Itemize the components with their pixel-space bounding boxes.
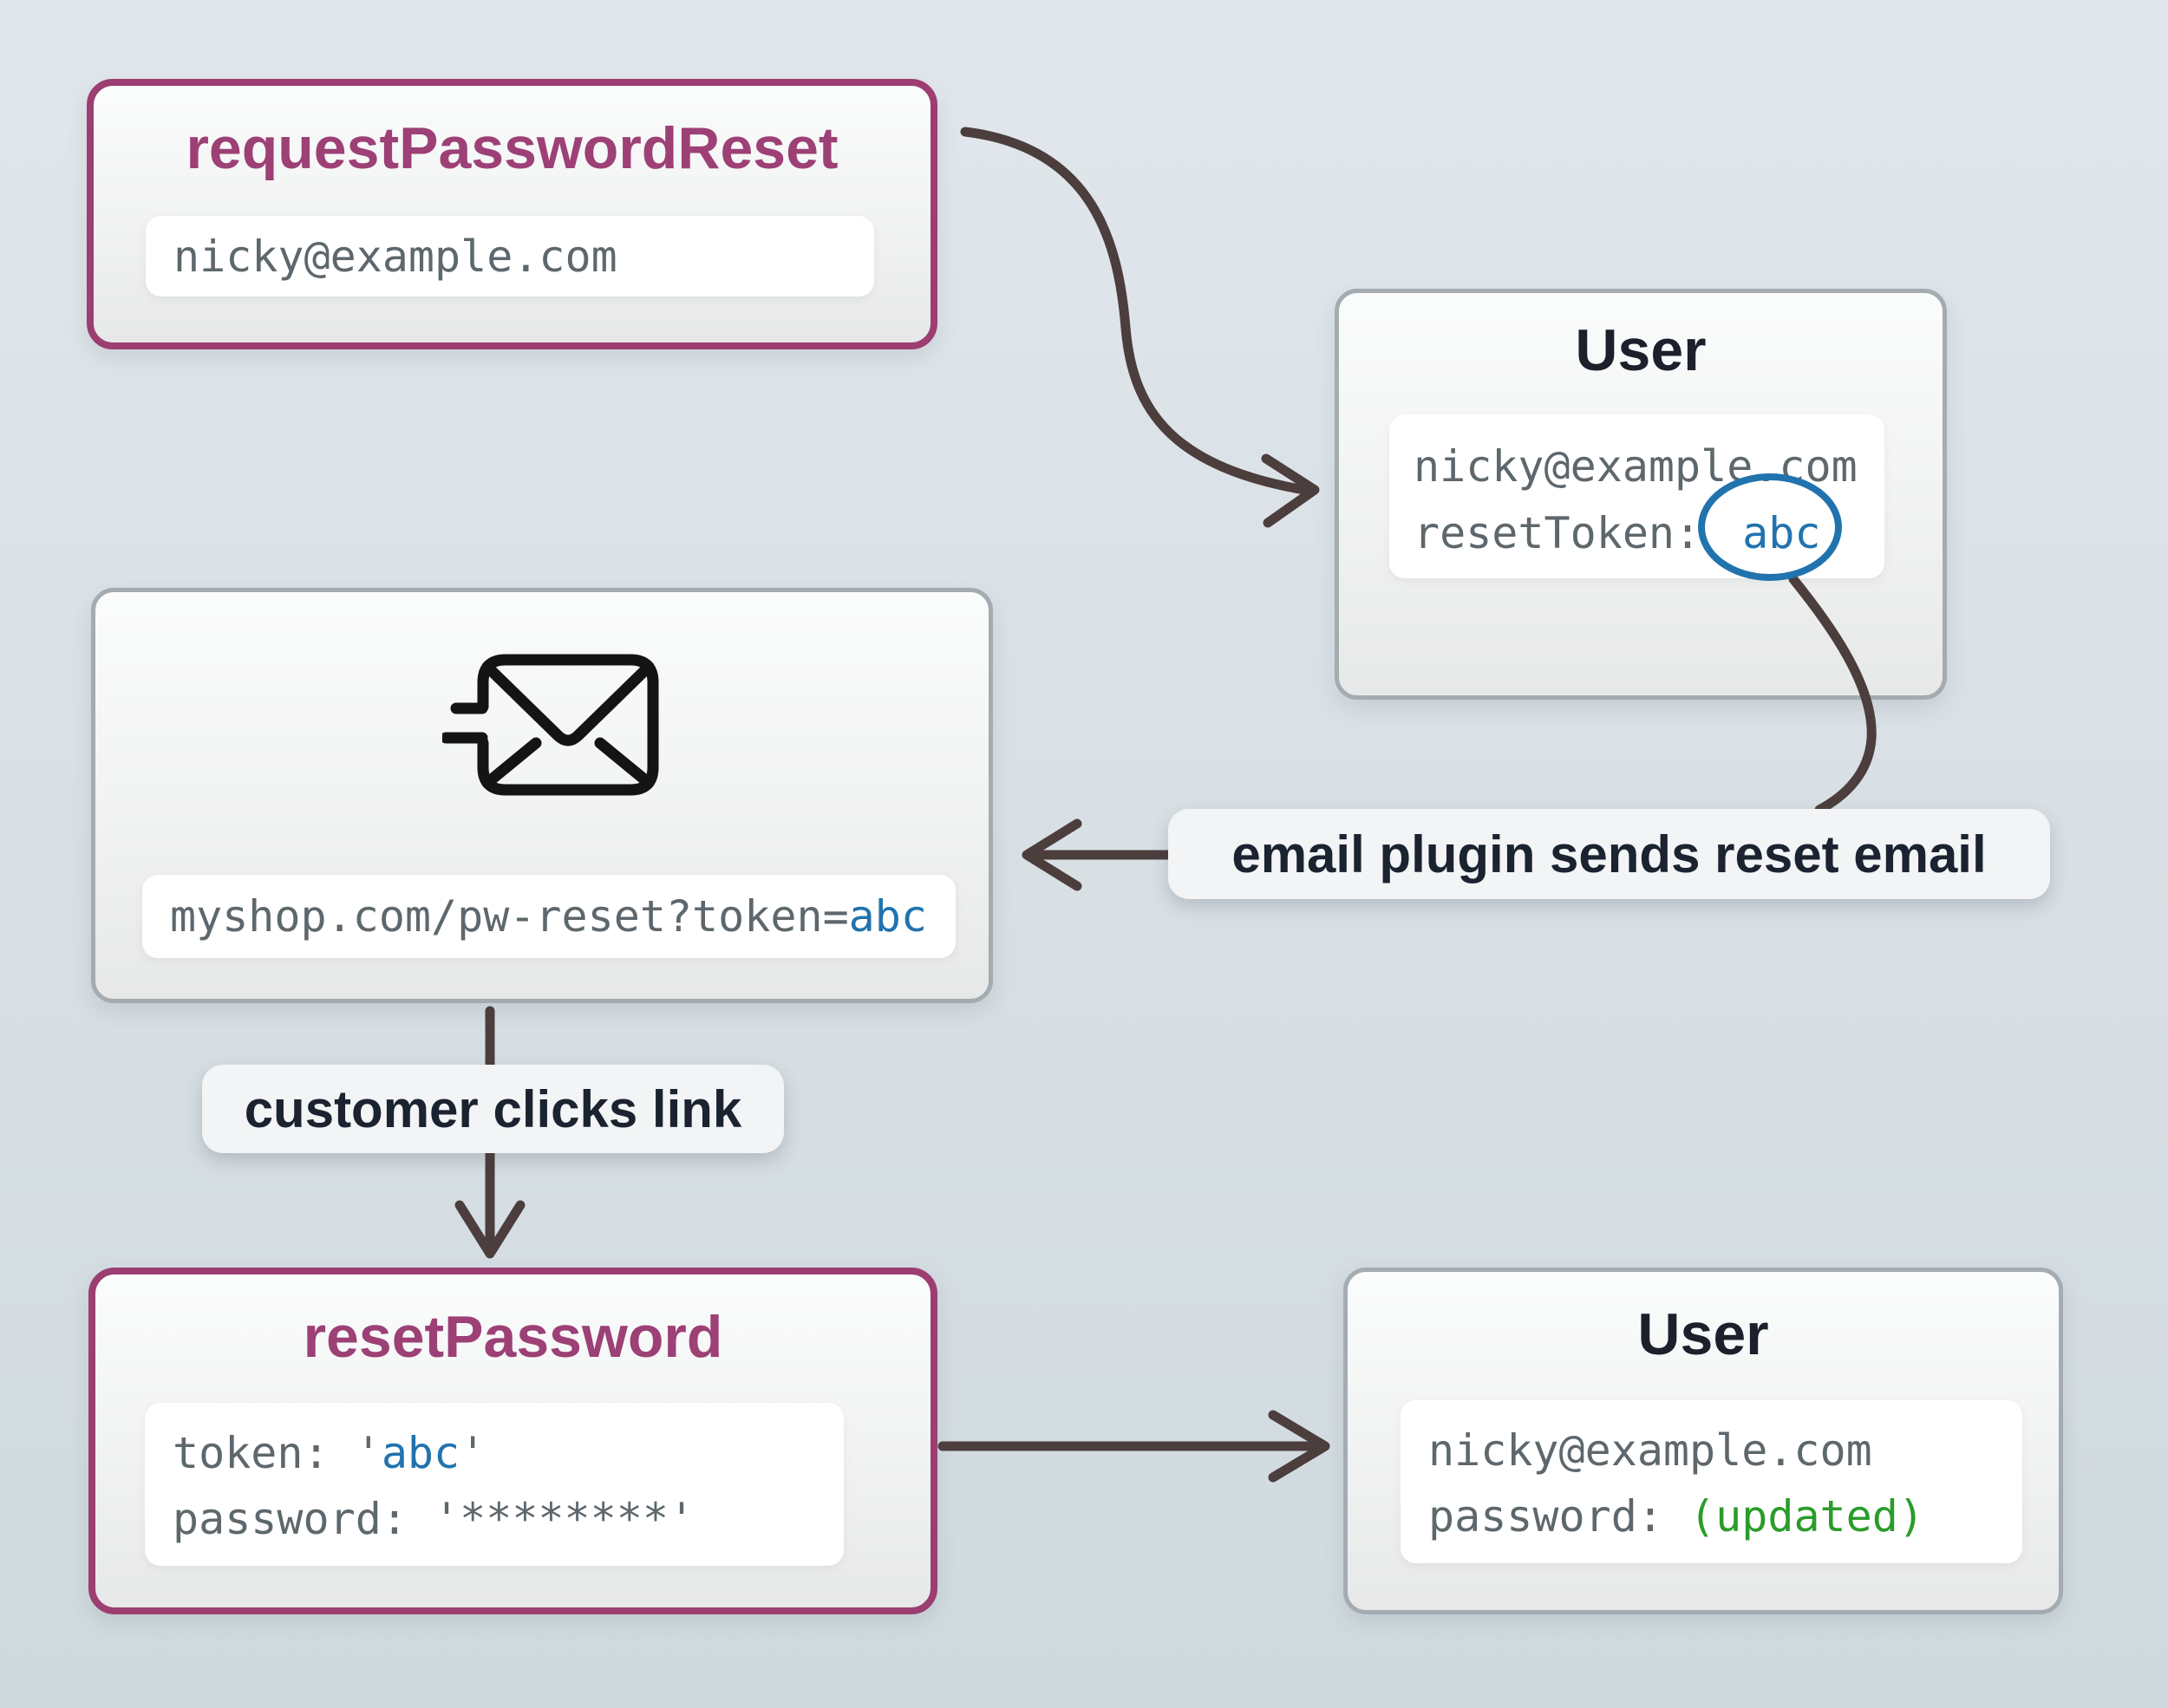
node-user-top: User nicky@example.com resetToken:abc bbox=[1335, 289, 1947, 700]
user-top-title: User bbox=[1575, 317, 1707, 383]
reset-token-circle-annotation bbox=[1698, 473, 1842, 581]
reset-link-token: abc bbox=[848, 891, 927, 942]
node-request-password-reset: requestPasswordReset nicky@example.com bbox=[87, 79, 937, 349]
reset-link-prefix: myshop.com/pw-reset?token= bbox=[170, 891, 849, 942]
reset-password-args-field: token: 'abc' password: '********' bbox=[145, 1403, 844, 1566]
request-email-value: nicky@example.com bbox=[173, 231, 617, 282]
arrow-label-to-email bbox=[1022, 818, 1173, 891]
node-reset-email: myshop.com/pw-reset?token=abc bbox=[91, 588, 993, 1003]
node-user-bottom: User nicky@example.com password: (update… bbox=[1343, 1268, 2063, 1614]
reset-link-field: myshop.com/pw-reset?token=abc bbox=[142, 875, 956, 958]
fast-email-icon bbox=[442, 654, 659, 796]
arrow-request-to-user bbox=[960, 127, 1320, 528]
token-prefix: token: ' bbox=[173, 1428, 382, 1478]
user-bottom-password-line: password: (updated) bbox=[1428, 1483, 2022, 1549]
user-bottom-email: nicky@example.com bbox=[1428, 1425, 1872, 1476]
arrow-resetpassword-to-user bbox=[937, 1410, 1330, 1483]
password-line: password: '********' bbox=[173, 1494, 695, 1544]
user-bottom-password-value: (updated) bbox=[1689, 1491, 1924, 1542]
reset-password-title: resetPassword bbox=[303, 1304, 723, 1370]
request-email-field: nicky@example.com bbox=[146, 216, 874, 297]
user-bottom-title: User bbox=[1637, 1301, 1769, 1367]
user-bottom-password-label: password: bbox=[1428, 1491, 1690, 1542]
reset-token-label: resetToken: bbox=[1414, 508, 1701, 558]
node-reset-password: resetPassword token: 'abc' password: '**… bbox=[88, 1268, 937, 1614]
token-line: token: 'abc' bbox=[173, 1420, 844, 1486]
user-bottom-record-field: nicky@example.com password: (updated) bbox=[1401, 1400, 2022, 1563]
token-suffix: ' bbox=[460, 1428, 486, 1478]
request-password-reset-title: requestPasswordReset bbox=[186, 115, 839, 181]
customer-clicks-label: customer clicks link bbox=[202, 1065, 784, 1153]
email-plugin-label: email plugin sends reset email bbox=[1168, 809, 2050, 899]
token-value: abc bbox=[381, 1428, 460, 1478]
